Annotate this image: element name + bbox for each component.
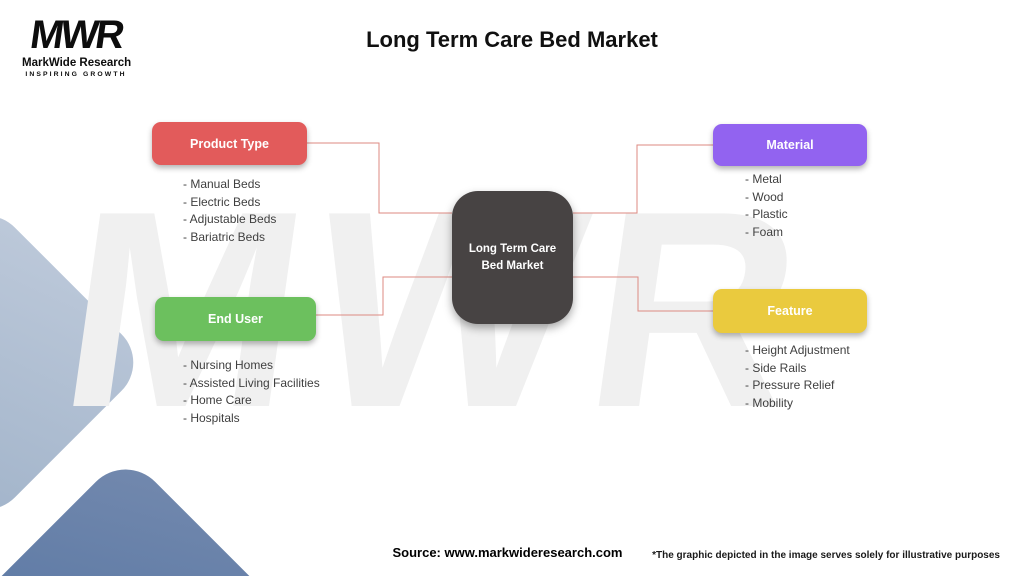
logo-name: MarkWide Research xyxy=(22,57,132,69)
node-feature: Feature xyxy=(713,289,867,333)
list-item: - Hospitals xyxy=(183,410,240,425)
disclaimer-text: *The graphic depicted in the image serve… xyxy=(652,550,1000,561)
connector-end-user xyxy=(316,276,452,316)
list-item: - Height Adjustment xyxy=(745,343,850,357)
list-item: - Bariatric Beds xyxy=(183,229,266,244)
list-item: - Side Rails xyxy=(745,360,807,375)
list-item: - Pressure Relief xyxy=(745,378,835,393)
logo-tagline: INSPIRING GROWTH xyxy=(25,71,127,78)
page-title: Long Term Care Bed Market xyxy=(366,27,658,52)
list-item: - Foam xyxy=(745,224,784,239)
connector-product-type xyxy=(307,142,452,214)
connector-feature xyxy=(573,276,713,312)
product-type-list: - Manual Beds - Electric Beds - Adjustab… xyxy=(183,176,276,246)
list-item: - Metal xyxy=(745,172,782,186)
list-item: - Adjustable Beds xyxy=(183,212,277,227)
list-item: - Plastic xyxy=(745,207,788,222)
list-item: - Nursing Homes xyxy=(183,358,274,372)
end-user-list: - Nursing Homes - Assisted Living Facili… xyxy=(183,357,320,427)
connector-material xyxy=(573,144,713,214)
material-list: - Metal - Wood - Plastic - Foam xyxy=(745,171,788,241)
source-text: Source: www.markwideresearch.com xyxy=(392,545,623,560)
list-item: - Assisted Living Facilities xyxy=(183,375,320,390)
feature-list: - Height Adjustment - Side Rails - Press… xyxy=(745,342,850,412)
markwide-logo: MWR MarkWide Research INSPIRING GROWTH xyxy=(22,13,132,78)
list-item: - Home Care xyxy=(183,393,252,408)
center-node: Long Term Care Bed Market xyxy=(452,191,573,324)
list-item: - Wood xyxy=(745,189,784,204)
list-item: - Mobility xyxy=(745,395,794,410)
node-end-user: End User xyxy=(155,297,316,341)
node-product-type: Product Type xyxy=(152,122,307,165)
node-material: Material xyxy=(713,124,867,166)
list-item: - Electric Beds xyxy=(183,194,261,209)
list-item: - Manual Beds xyxy=(183,177,261,191)
